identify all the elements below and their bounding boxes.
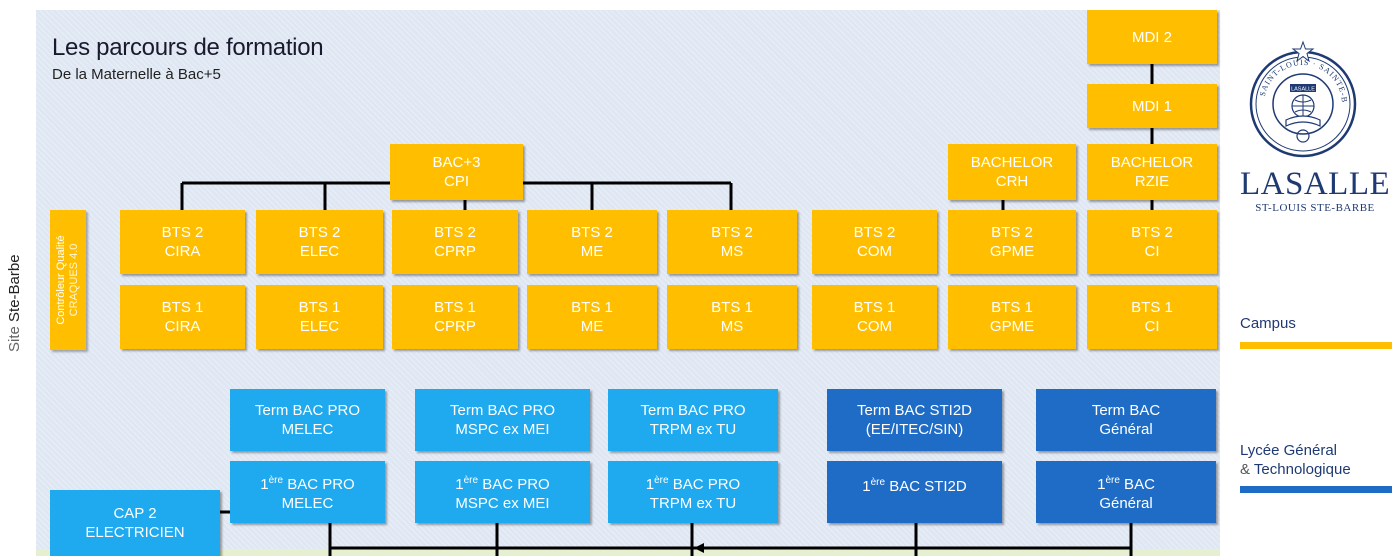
premiere-sti2d-box[interactable]: 1ère BAC STI2D — [827, 461, 1002, 523]
brand-name: LASALLE — [1240, 166, 1391, 202]
panel-bottom-strip — [36, 549, 1220, 556]
mdi1-box[interactable]: MDI 1 — [1087, 84, 1217, 128]
svg-text:LASALLE: LASALLE — [1291, 87, 1315, 93]
lasalle-brand: LASALLE ST-LOUIS STE-BARBE — [1240, 166, 1390, 214]
dotted-arrow-head — [694, 543, 704, 553]
page-subtitle: De la Maternelle à Bac+5 — [52, 66, 221, 83]
lycee-bar — [1240, 486, 1392, 493]
lasalle-seal-logo: SAINT-LOUIS · SAINTE-BARBE LASALLE — [1244, 40, 1357, 158]
campus-bar — [1240, 342, 1392, 349]
brand-tagline: ST-LOUIS STE-BARBE — [1255, 202, 1375, 214]
mdi2-box[interactable]: MDI 2 — [1087, 10, 1217, 64]
campus-label: Campus — [1240, 315, 1296, 332]
page-title: Les parcours de formation — [52, 34, 324, 61]
lycee-label: Lycée Général & Technologique — [1240, 442, 1351, 478]
term-sti2d-box[interactable]: Term BAC STI2D(EE/ITEC/SIN) — [827, 389, 1002, 451]
